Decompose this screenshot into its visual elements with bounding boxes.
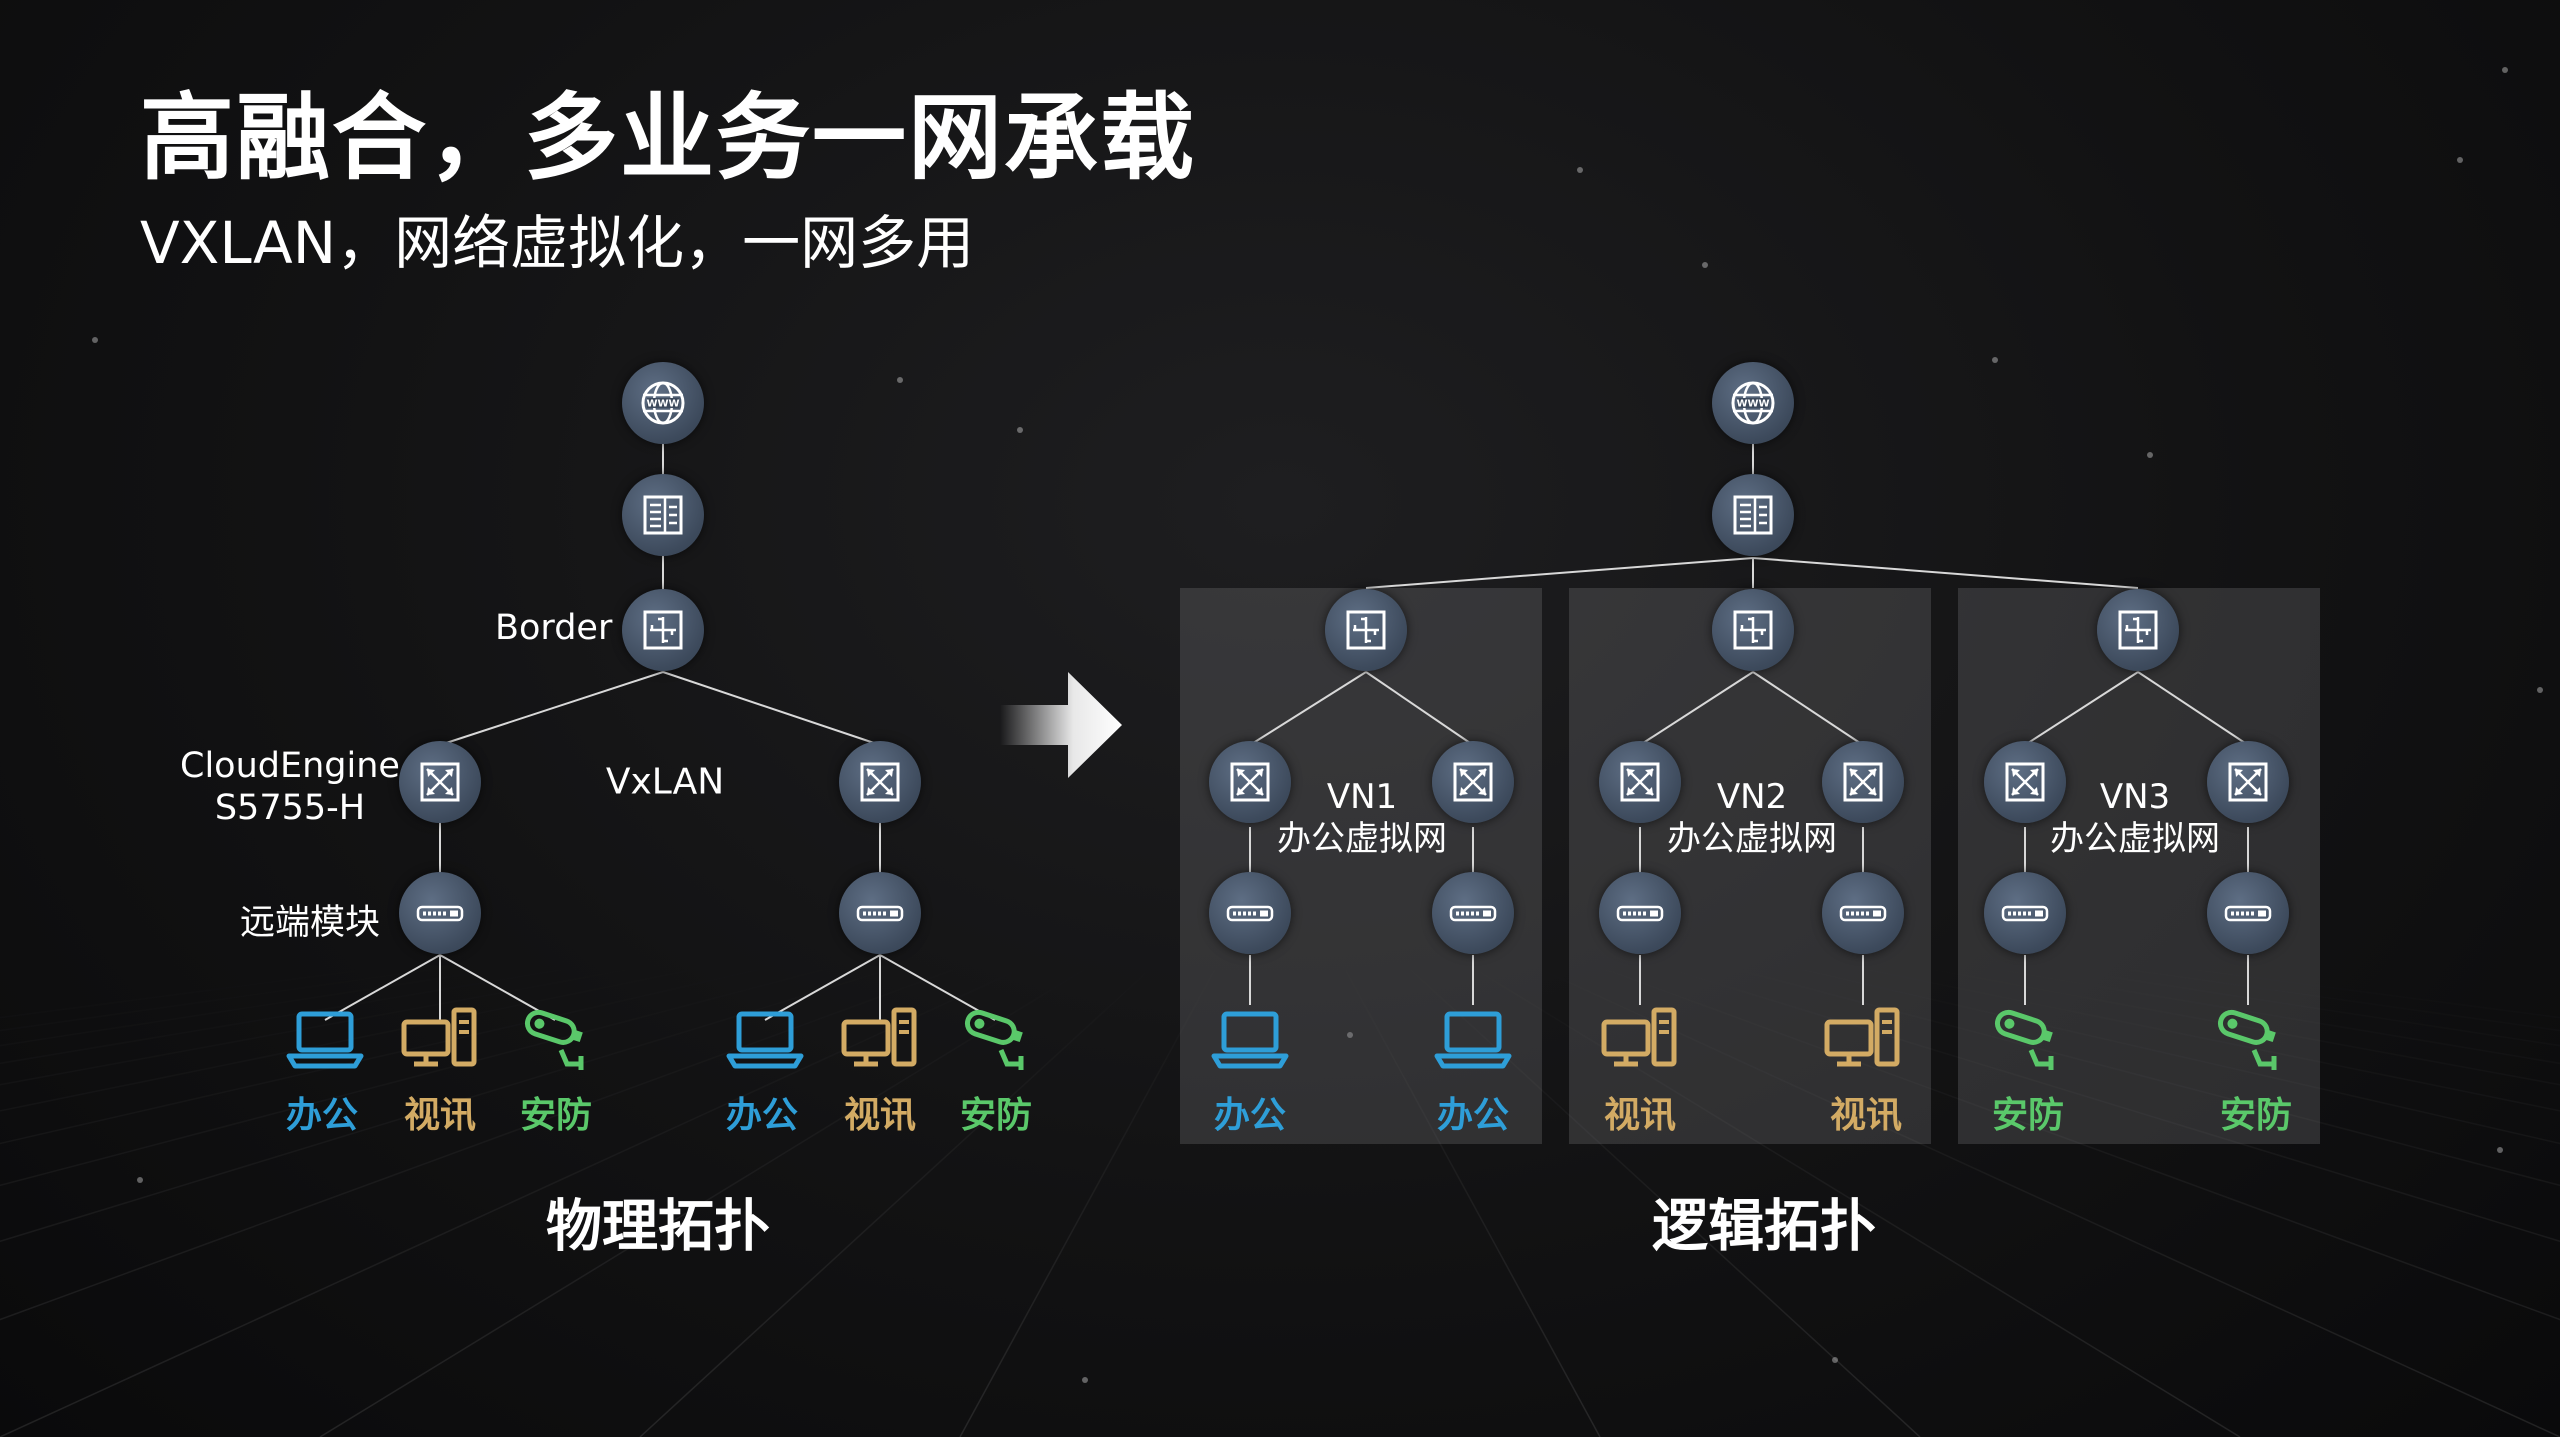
- firewall-icon: [622, 474, 704, 556]
- security-camera-icon: [2206, 1004, 2290, 1076]
- remote-module-icon: [1822, 872, 1904, 954]
- vn2-label: VN2 办公虚拟网: [1667, 776, 1837, 860]
- router-icon: [2097, 589, 2179, 671]
- vn1-label: VN1 办公虚拟网: [1277, 776, 1447, 860]
- cloudengine-label-line1: CloudEngine: [180, 746, 400, 786]
- video-label: 视讯: [843, 1095, 917, 1136]
- physical-topology-label: 物理拓扑: [546, 1194, 770, 1260]
- switch-icon: [2207, 741, 2289, 823]
- border-label: Border: [495, 608, 613, 648]
- router-icon: [1325, 589, 1407, 671]
- remote-module-icon: [1984, 872, 2066, 954]
- security-camera-icon: [953, 1004, 1037, 1076]
- switch-icon: [1822, 741, 1904, 823]
- border-router-icon: [622, 589, 704, 671]
- vn3-desc: 办公虚拟网: [2050, 819, 2220, 859]
- security-label: 安防: [519, 1095, 593, 1136]
- vn1-office-label: 办公: [1213, 1095, 1287, 1136]
- firewall-icon: [1712, 474, 1794, 556]
- switch-icon: [399, 741, 481, 823]
- switch-icon: [1209, 741, 1291, 823]
- vn3-label: VN3 办公虚拟网: [2050, 776, 2220, 860]
- page-subtitle: VXLAN，网络虚拟化，一网多用: [140, 209, 975, 277]
- video-terminal-icon: [398, 1004, 482, 1076]
- cloudengine-label: CloudEngine S5755-H: [180, 745, 400, 829]
- remote-module-icon: [399, 872, 481, 954]
- remote-module-label: 远端模块: [240, 903, 381, 943]
- switch-icon: [1984, 741, 2066, 823]
- switch-icon: [839, 741, 921, 823]
- video-terminal-icon: [838, 1004, 922, 1076]
- laptop-icon: [1431, 1004, 1515, 1076]
- vn3-panel: [1958, 588, 2320, 1144]
- video-terminal-icon: [1821, 1004, 1905, 1076]
- vn2-name: VN2: [1716, 777, 1788, 817]
- laptop-icon: [723, 1004, 807, 1076]
- vn1-name: VN1: [1326, 777, 1398, 817]
- vn2-video-label: 视讯: [1603, 1095, 1677, 1136]
- vn3-name: VN3: [2099, 777, 2171, 817]
- vn1-desc: 办公虚拟网: [1277, 819, 1447, 859]
- switch-icon: [1599, 741, 1681, 823]
- office-label: 办公: [725, 1095, 799, 1136]
- switch-icon: [1432, 741, 1514, 823]
- video-terminal-icon: [1598, 1004, 1682, 1076]
- page-title: 高融合，多业务一网承载: [140, 84, 1197, 193]
- remote-module-icon: [839, 872, 921, 954]
- laptop-icon: [283, 1004, 367, 1076]
- video-label: 视讯: [403, 1095, 477, 1136]
- vn1-office-label: 办公: [1436, 1095, 1510, 1136]
- vn2-desc: 办公虚拟网: [1667, 819, 1837, 859]
- svg-text:WWW: WWW: [1736, 399, 1769, 410]
- arrow-right-icon: [1000, 672, 1122, 778]
- remote-module-icon: [1209, 872, 1291, 954]
- cloudengine-label-line2: S5755-H: [214, 788, 366, 828]
- office-label: 办公: [285, 1095, 359, 1136]
- vxlan-label: VxLAN: [605, 761, 725, 803]
- logical-topology-label: 逻辑拓扑: [1652, 1194, 1876, 1260]
- vn3-security-label: 安防: [1991, 1095, 2065, 1136]
- security-camera-icon: [1983, 1004, 2067, 1076]
- remote-module-icon: [1432, 872, 1514, 954]
- laptop-icon: [1208, 1004, 1292, 1076]
- remote-module-icon: [2207, 872, 2289, 954]
- security-label: 安防: [959, 1095, 1033, 1136]
- vn3-security-label: 安防: [2219, 1095, 2293, 1136]
- www-globe-icon: WWW: [1712, 362, 1794, 444]
- svg-text:WWW: WWW: [646, 399, 679, 410]
- vn2-video-label: 视讯: [1829, 1095, 1903, 1136]
- security-camera-icon: [513, 1004, 597, 1076]
- remote-module-icon: [1599, 872, 1681, 954]
- www-globe-icon: WWW: [622, 362, 704, 444]
- router-icon: [1712, 589, 1794, 671]
